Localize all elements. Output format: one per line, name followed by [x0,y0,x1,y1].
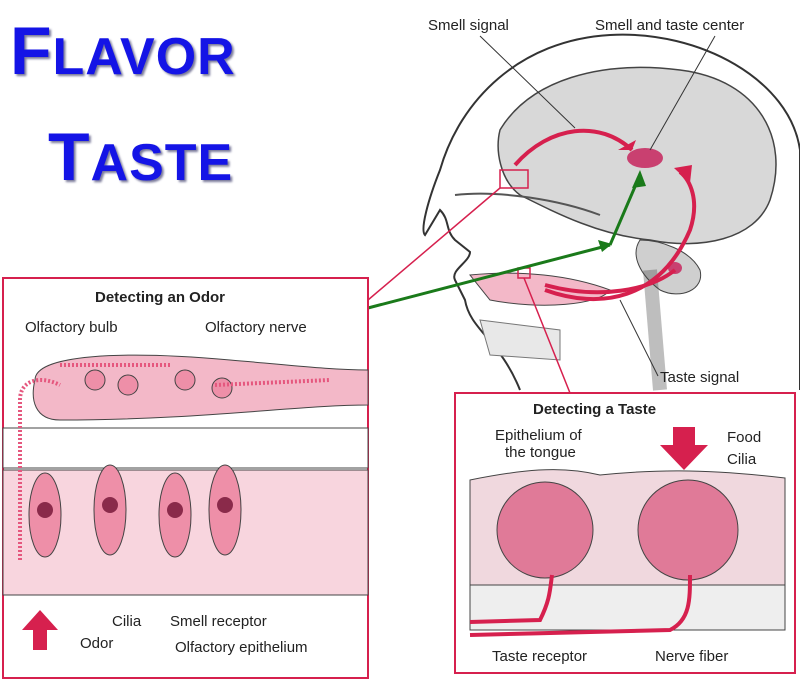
label-cilia: Cilia [112,613,142,630]
label-cilia: Cilia [727,451,757,468]
taste-panel: Detecting a Taste Epithelium of the tong… [454,392,796,674]
head-illustration [422,33,800,391]
label-taste-receptor: Taste receptor [492,648,587,665]
odor-panel: Detecting an Odor Olfactory bulb Olfacto… [2,277,369,679]
title-rest: LAVOR [52,28,236,86]
title-rest: ASTE [90,134,234,192]
odor-heading: Detecting an Odor [95,289,225,306]
label-smell-signal: Smell signal [428,17,509,34]
label-smell-taste-center: Smell and taste center [595,17,744,34]
label-epithelium: the tongue [505,444,576,461]
label-olfactory-bulb: Olfactory bulb [25,319,118,336]
odor-arrow-icon [22,610,58,650]
label-smell-receptor: Smell receptor [170,613,267,630]
title-flavor: FLAVOR [10,12,236,90]
title-taste: TASTE [48,118,233,196]
title-letter: F [10,13,53,89]
label-taste-signal: Taste signal [660,369,739,386]
label-nerve-fiber: Nerve fiber [655,648,728,665]
taste-heading: Detecting a Taste [533,401,656,418]
label-food: Food [727,429,761,446]
title-letter: T [48,119,91,195]
label-olfactory-epithelium: Olfactory epithelium [175,639,308,656]
label-odor: Odor [80,635,113,652]
label-olfactory-nerve: Olfactory nerve [205,319,307,336]
food-arrow-icon [660,427,708,470]
label-epithelium: Epithelium of [495,427,583,444]
pointer-arrow [367,243,611,310]
